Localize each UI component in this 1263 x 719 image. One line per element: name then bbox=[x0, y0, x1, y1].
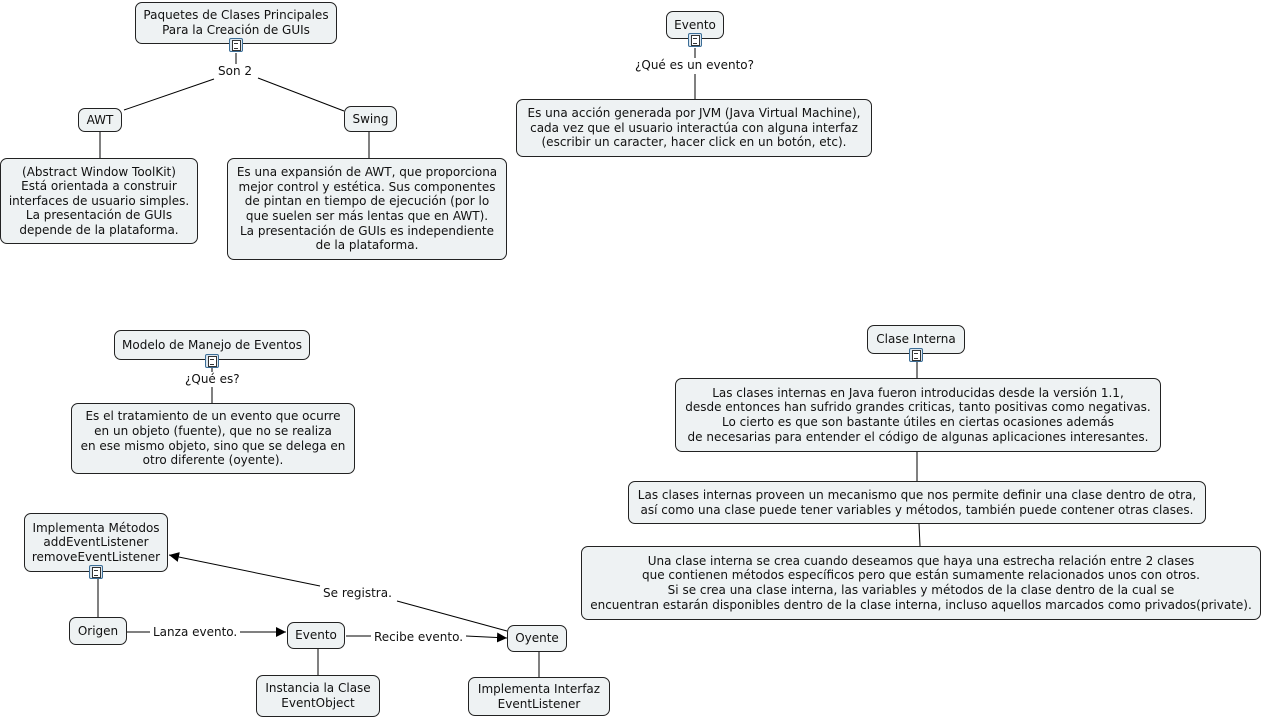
node-origen-text: Origen bbox=[77, 623, 119, 638]
document-icon[interactable] bbox=[229, 38, 243, 52]
document-icon[interactable] bbox=[89, 565, 103, 579]
node-implementa-metodos[interactable]: Implementa Métodos addEventListener remo… bbox=[24, 513, 168, 572]
node-modelo-desc[interactable]: Es el tratamiento de un evento que ocurr… bbox=[71, 403, 355, 474]
node-evento-desc[interactable]: Es una acción generada por JVM (Java Vir… bbox=[516, 99, 872, 157]
link-label-que-es: ¿Qué es? bbox=[182, 372, 243, 386]
node-evento-desc-text: Es una acción generada por JVM (Java Vir… bbox=[527, 106, 861, 150]
node-evento-top-text: Evento bbox=[674, 17, 716, 32]
link-label-que-es-evento: ¿Qué es un evento? bbox=[632, 58, 757, 72]
node-modelo-desc-text: Es el tratamiento de un evento que ocurr… bbox=[80, 409, 346, 468]
node-clase-interna-text: Clase Interna bbox=[876, 332, 956, 347]
node-ci-desc2-text: Las clases internas proveen un mecanismo… bbox=[637, 487, 1197, 517]
node-awt-text: AWT bbox=[86, 112, 114, 127]
document-icon[interactable] bbox=[205, 354, 219, 368]
node-ci-desc2[interactable]: Las clases internas proveen un mecanismo… bbox=[628, 481, 1206, 524]
node-evento-mid-text: Evento bbox=[295, 628, 337, 643]
node-paquetes[interactable]: Paquetes de Clases Principales Para la C… bbox=[135, 2, 337, 44]
document-icon[interactable] bbox=[688, 33, 702, 47]
node-implementa-metodos-text: Implementa Métodos addEventListener remo… bbox=[31, 520, 161, 564]
link-label-se-registra: Se registra. bbox=[320, 586, 395, 600]
link-label-lanza-evento: Lanza evento. bbox=[150, 625, 241, 639]
node-ci-desc1[interactable]: Las clases internas en Java fueron intro… bbox=[675, 378, 1161, 452]
node-ci-desc3-text: Una clase interna se crea cuando deseamo… bbox=[590, 553, 1252, 612]
node-awt-desc[interactable]: (Abstract Window ToolKit) Está orientada… bbox=[0, 158, 198, 244]
document-icon[interactable] bbox=[909, 348, 923, 362]
node-modelo-text: Modelo de Manejo de Eventos bbox=[122, 337, 302, 352]
node-swing-text: Swing bbox=[352, 111, 389, 126]
node-awt[interactable]: AWT bbox=[78, 108, 122, 132]
node-oyente-text: Oyente bbox=[515, 631, 559, 646]
node-implementa-interfaz[interactable]: Implementa Interfaz EventListener bbox=[468, 677, 610, 716]
node-implementa-interfaz-text: Implementa Interfaz EventListener bbox=[477, 681, 601, 711]
node-swing[interactable]: Swing bbox=[344, 106, 397, 132]
link-label-son2: Son 2 bbox=[215, 64, 256, 78]
node-paquetes-text: Paquetes de Clases Principales Para la C… bbox=[143, 8, 329, 37]
node-swing-desc[interactable]: Es una expansión de AWT, que proporciona… bbox=[227, 158, 507, 260]
node-instancia-text: Instancia la Clase EventObject bbox=[265, 681, 371, 710]
node-swing-desc-text: Es una expansión de AWT, que proporciona… bbox=[236, 165, 498, 253]
node-origen[interactable]: Origen bbox=[69, 617, 127, 645]
node-ci-desc3[interactable]: Una clase interna se crea cuando deseamo… bbox=[581, 546, 1261, 620]
node-instancia[interactable]: Instancia la Clase EventObject bbox=[256, 675, 380, 717]
node-evento-mid[interactable]: Evento bbox=[287, 622, 345, 649]
node-ci-desc1-text: Las clases internas en Java fueron intro… bbox=[685, 385, 1151, 444]
link-label-recibe-evento: Recibe evento. bbox=[371, 630, 467, 644]
node-oyente[interactable]: Oyente bbox=[507, 625, 567, 652]
node-awt-desc-text: (Abstract Window ToolKit) Está orientada… bbox=[8, 164, 190, 237]
